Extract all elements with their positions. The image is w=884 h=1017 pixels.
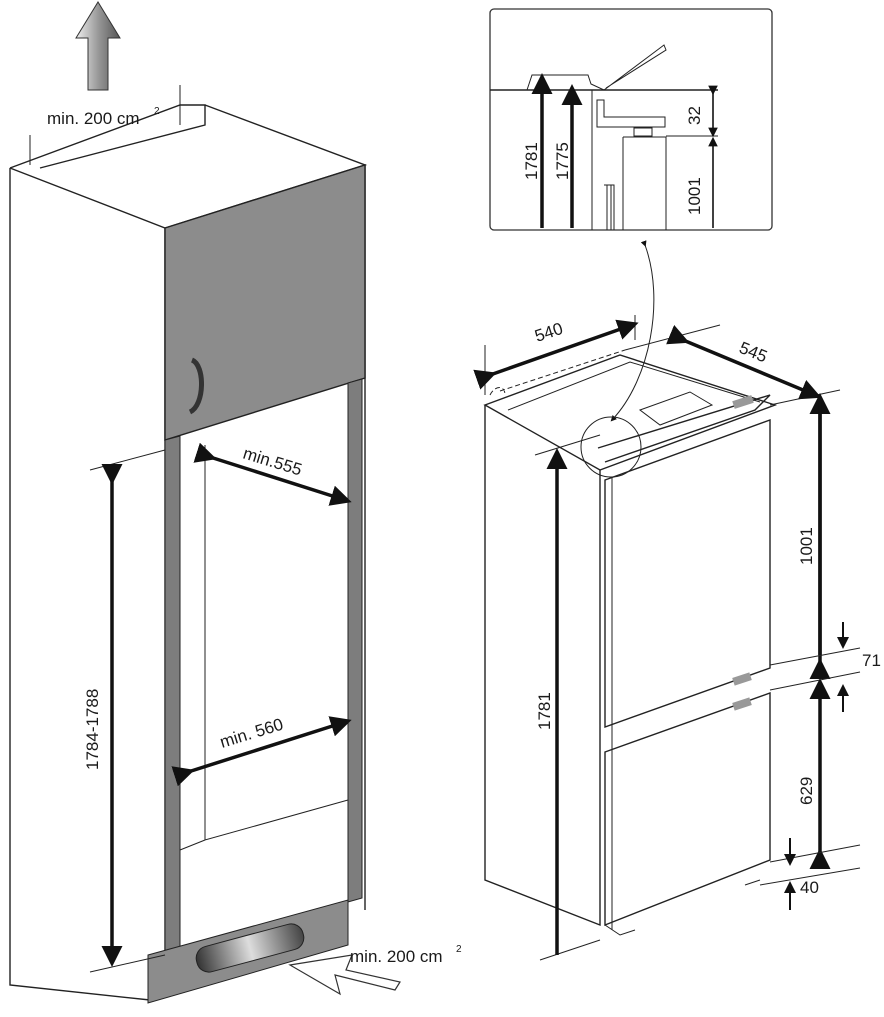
upper-door-label: 1001	[797, 527, 816, 565]
airflow-up-arrow	[75, 1, 121, 91]
appliance-depth-label: 545	[737, 338, 770, 366]
door-handle	[188, 357, 204, 415]
detail-1001-label: 1001	[685, 177, 704, 215]
gap-label: 71	[862, 651, 881, 670]
appliance-height-label: 1781	[535, 692, 554, 730]
right-post	[347, 378, 363, 903]
niche-cabinet: min. 200 cm 2 min. 200 cm 2 min.555 min.…	[9, 1, 462, 1004]
lower-door	[604, 692, 771, 927]
lower-door-label: 629	[797, 777, 816, 805]
upper-door	[604, 419, 771, 728]
airflow-in-arrow	[288, 954, 401, 996]
detail-inset: 1781 1775 32 1001	[489, 8, 773, 478]
vent-top-sup: 2	[154, 106, 160, 117]
bottom-label: 40	[800, 878, 819, 897]
upper-cabinet-door	[164, 164, 366, 441]
appliance-width-label: 540	[532, 319, 565, 346]
appliance-depth-dimension	[666, 324, 822, 400]
appliance: 540 545 1781 1001 71 629 40	[473, 315, 881, 961]
vent-top-label: min. 200 cm	[47, 109, 140, 128]
appliance-width-dimension	[473, 319, 639, 390]
width-label: min. 560	[218, 715, 286, 752]
cabinet-side-panel	[9, 168, 166, 1001]
height-label: 1784-1788	[83, 689, 102, 770]
plinth-vent	[195, 923, 305, 973]
detail-callout-arrow	[610, 240, 655, 422]
detail-32-label: 32	[685, 106, 704, 125]
detail-1775-label: 1775	[553, 142, 572, 180]
width-dimension	[171, 716, 352, 787]
depth-dimension	[193, 442, 352, 506]
vent-bottom-label: min. 200 cm	[350, 947, 443, 966]
depth-label: min.555	[241, 444, 304, 480]
left-post	[164, 435, 181, 961]
detail-callout-circle	[580, 416, 642, 478]
vent-bottom-sup: 2	[456, 944, 462, 955]
detail-1781-label: 1781	[522, 142, 541, 180]
